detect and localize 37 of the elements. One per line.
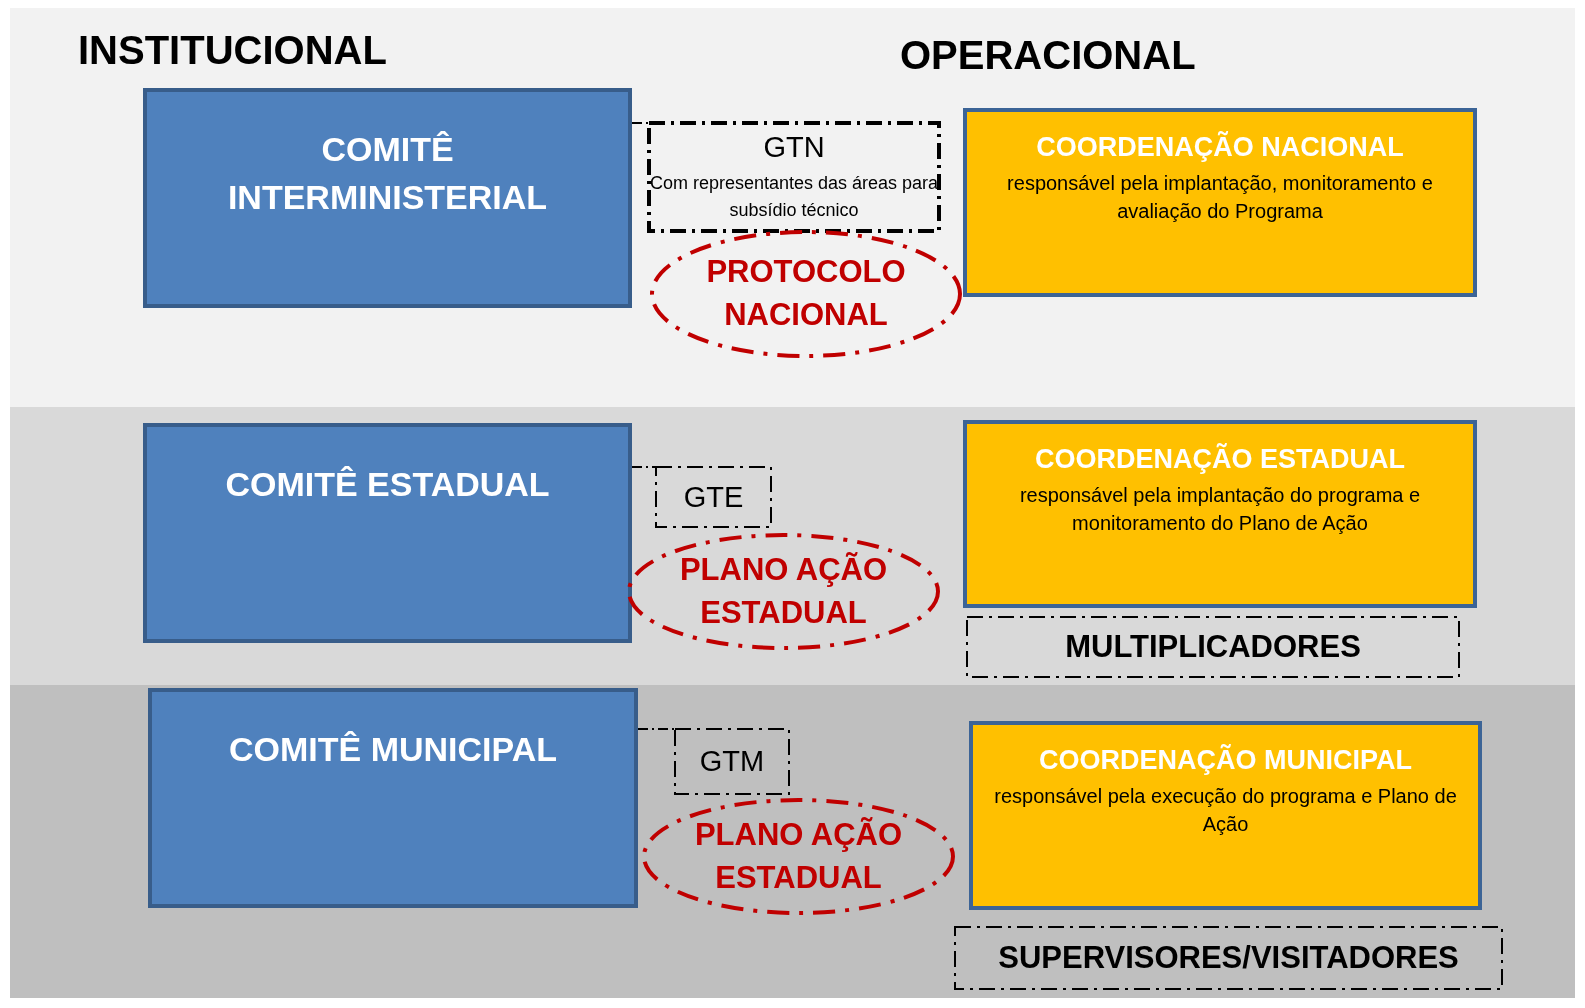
node-title: GTN	[763, 131, 825, 165]
committee-box	[148, 688, 638, 908]
node-description: Com representantes das áreas para subsídio técnico	[648, 172, 940, 222]
column-heading: OPERACIONAL	[900, 33, 1196, 78]
node-title: COORDENAÇÃO NACIONAL	[1036, 132, 1404, 163]
column-heading: INSTITUCIONAL	[78, 28, 387, 73]
connector-line	[631, 122, 649, 124]
node-title: GTM	[699, 745, 765, 778]
working-group-box	[674, 728, 790, 795]
committee-box	[143, 88, 632, 308]
working-group-box	[655, 466, 772, 528]
committee-box	[143, 423, 632, 643]
node-description: responsável pela implantação, monitoramento e avaliação do Programa	[1006, 171, 1434, 224]
coordination-box	[969, 721, 1482, 910]
node-title: SUPERVISORES/VISITADORES	[998, 940, 1459, 976]
node-title: COORDENAÇÃO MUNICIPAL	[1039, 745, 1412, 776]
node-title: COORDENAÇÃO ESTADUAL	[1035, 444, 1405, 475]
team-box	[966, 616, 1460, 678]
node-title: GTE	[683, 480, 744, 514]
node-title: PLANO AÇÃO ESTADUAL	[693, 815, 904, 897]
coordination-box	[963, 108, 1477, 297]
node-title: PROTOCOLO NACIONAL	[705, 253, 907, 334]
node-title: PLANO AÇÃO ESTADUAL	[678, 550, 889, 632]
connector-line	[631, 466, 656, 468]
coordination-box	[963, 420, 1477, 608]
working-group-box	[648, 122, 940, 232]
connector-line	[637, 728, 675, 730]
plan-ellipse	[650, 230, 962, 358]
node-description: responsável pela execução do programa e Plano de Ação	[993, 784, 1458, 837]
node-title: MULTIPLICADORES	[1065, 629, 1361, 665]
plan-ellipse	[642, 798, 955, 915]
team-box	[954, 926, 1503, 990]
node-title: COMITÊ INTERMINISTERIAL	[226, 129, 549, 218]
node-title: COMITÊ MUNICIPAL	[228, 729, 558, 770]
node-description: responsável pela implantação do programa e monitoramento do Plano de Ação	[1018, 483, 1422, 536]
plan-ellipse	[627, 533, 940, 650]
node-title: COMITÊ ESTADUAL	[224, 464, 551, 505]
